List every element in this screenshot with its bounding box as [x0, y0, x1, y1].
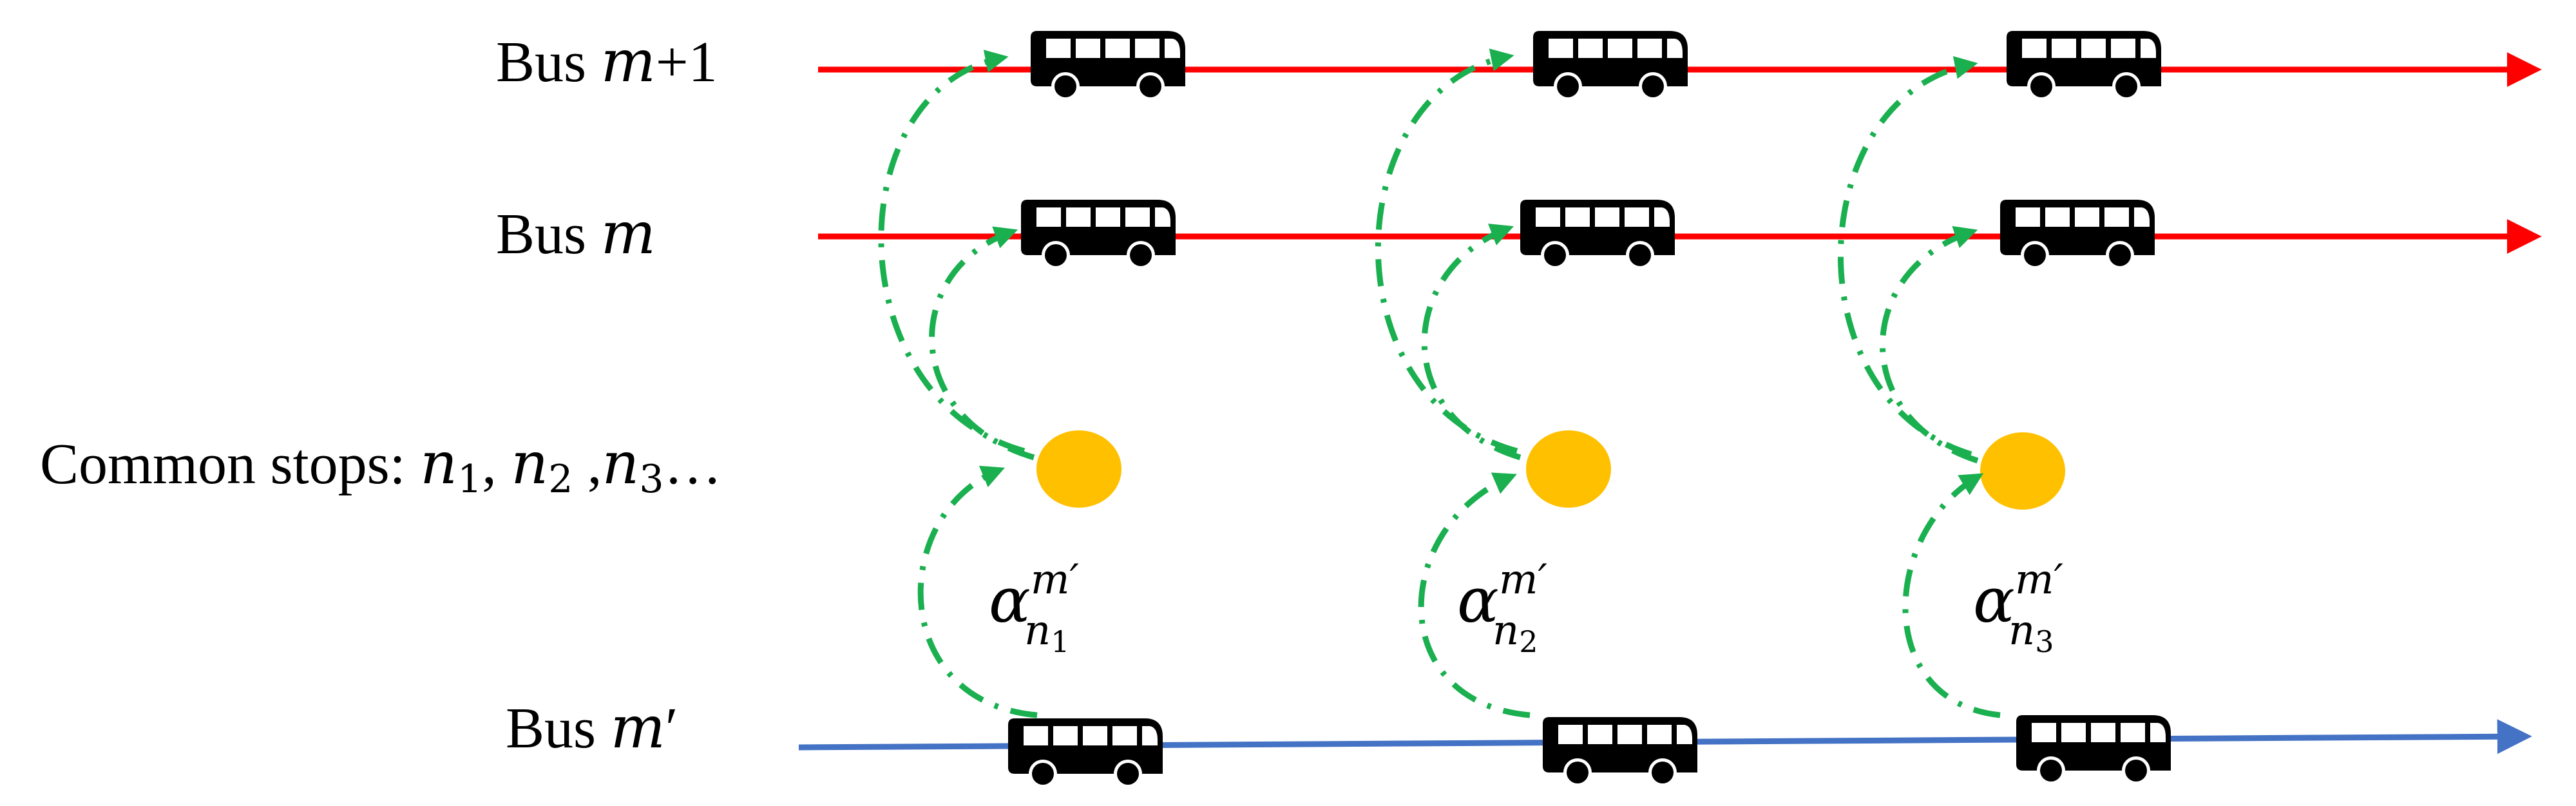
bus-icon — [1021, 200, 1176, 269]
alpha-sub-n2: n2 — [1493, 607, 1538, 659]
bus-icon — [1031, 31, 1185, 101]
transfer-arrow — [878, 50, 1026, 454]
bus-icon — [2000, 200, 2155, 269]
stop-circle-n1 — [1036, 430, 1121, 508]
bus-icon — [1543, 717, 1697, 787]
transfer-arrow — [1880, 225, 1979, 464]
transfer-arrow — [1375, 48, 1518, 454]
route-label-m-plus-1: Bus m+1 — [496, 28, 718, 95]
alpha-label-n3: αm′ — [1973, 556, 2064, 637]
common-stops-label: Common stops: n1, n2 ,n3… — [40, 430, 722, 502]
alpha-sub-n3: n3 — [2008, 607, 2054, 659]
bus-icon — [1008, 718, 1163, 788]
route-label-m: Bus m — [496, 200, 656, 267]
alpha-label-n2: αm′ — [1457, 556, 1548, 637]
bus-icon — [2007, 31, 2161, 101]
transfer-arrow — [917, 465, 1038, 718]
transfer-arrow — [929, 226, 1035, 461]
transfer-arrow — [1421, 224, 1522, 461]
stop-circle-n3 — [1980, 432, 2065, 510]
stop-circle-n2 — [1526, 430, 1611, 508]
transfer-arrows — [878, 48, 2001, 718]
bus-icon — [2016, 715, 2171, 785]
alpha-label-n1: αm′ — [989, 556, 1080, 637]
transfer-arrow — [1902, 473, 2001, 718]
alpha-sub-n1: n1 — [1024, 607, 1070, 659]
route-label-m-prime: Bus m′ — [506, 694, 678, 762]
transfer-arrow — [1837, 56, 1978, 457]
bus-icon — [1533, 31, 1688, 101]
bus-icon — [1520, 200, 1675, 269]
transfer-arrow — [1418, 472, 1531, 718]
